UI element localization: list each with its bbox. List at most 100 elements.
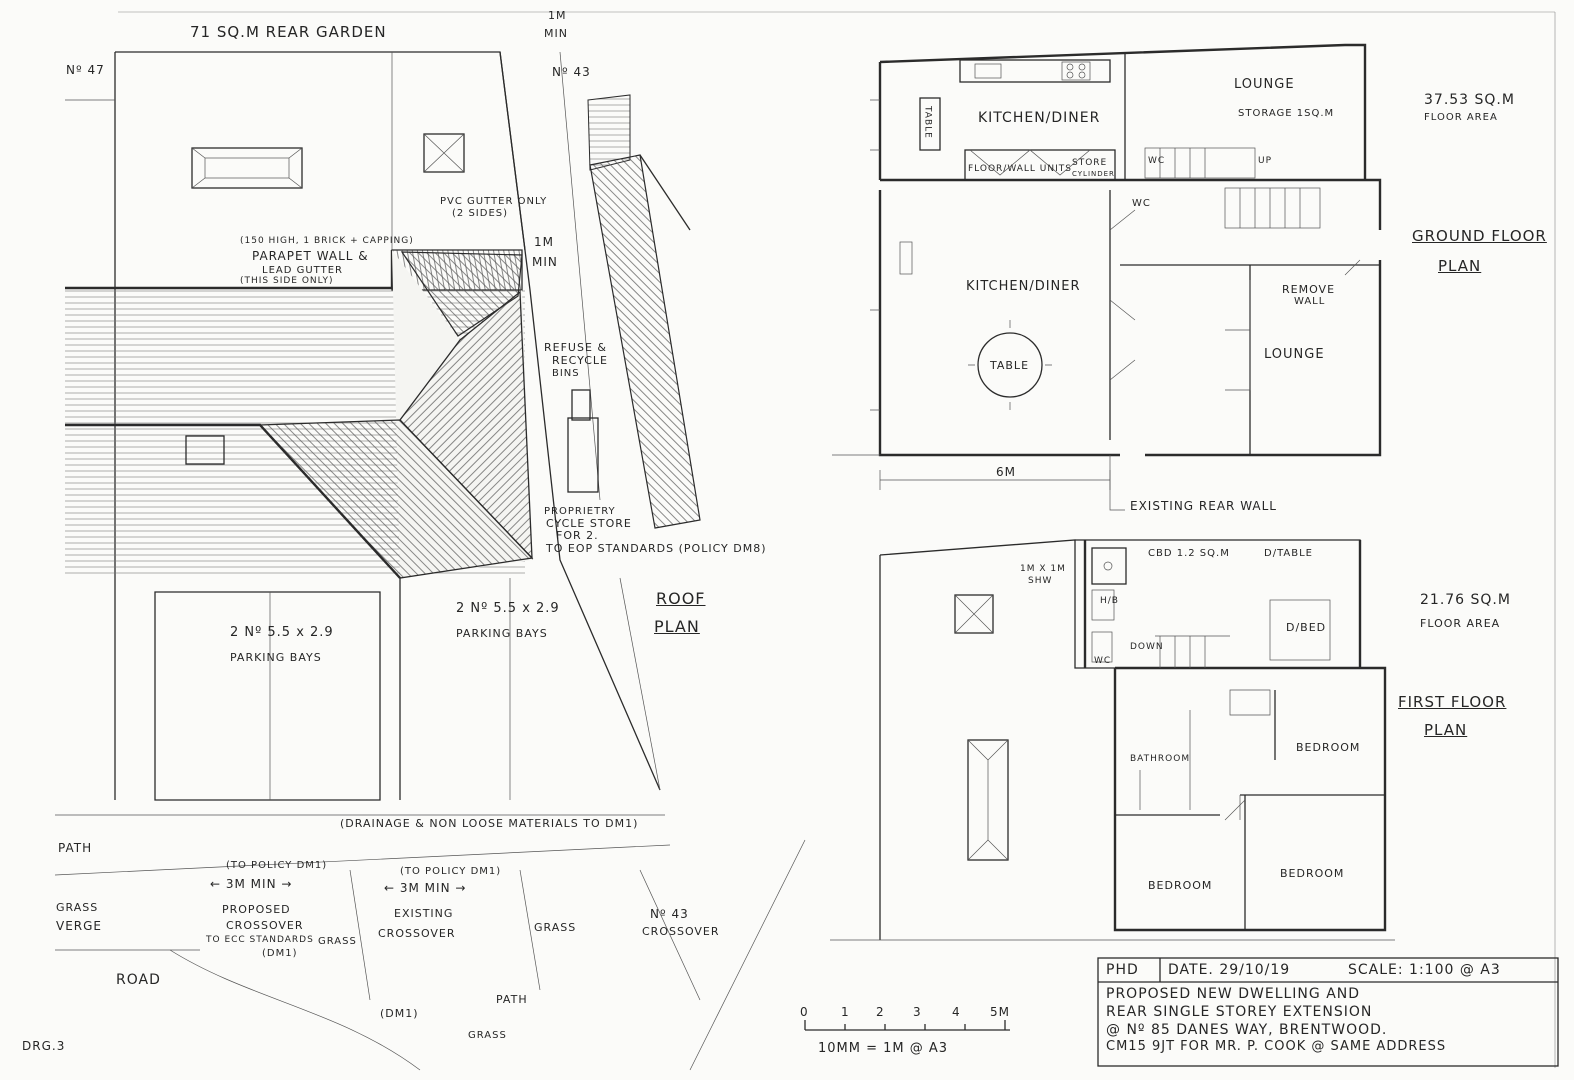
title-line-3: @ Nº 85 DANES WAY, BRENTWOOD.: [1106, 1022, 1388, 1038]
cycle-label-c: FOR 2.: [556, 529, 599, 542]
existing-rear-wall: EXISTING REAR WALL: [1130, 499, 1277, 513]
parking-right-size: 2 Nº 5.5 x 2.9: [456, 601, 560, 616]
ground-floor-area: 37.53 SQ.M: [1424, 92, 1515, 108]
grass-label-3: GRASS: [468, 1030, 507, 1041]
shower-size: 1M X 1M: [1020, 564, 1066, 574]
proposed-standards: TO ECC STANDARDS: [206, 935, 314, 945]
title-date: DATE. 29/10/19: [1168, 962, 1291, 978]
grass-label-2: GRASS: [534, 921, 577, 934]
lounge-extension: LOUNGE: [1234, 77, 1295, 92]
path-label: PATH: [58, 841, 93, 855]
scale-tick-1: 1: [841, 1005, 850, 1019]
first-floor-area: 21.76 SQ.M: [1420, 592, 1511, 608]
bathroom-label: BATHROOM: [1130, 754, 1191, 764]
min3-label-2: ← 3M MIN →: [384, 881, 467, 895]
policy-note-2: (TO POLICY DM1): [400, 866, 502, 877]
ground-floor-title-b: PLAN: [1438, 257, 1482, 275]
scale-tick-3: 3: [913, 1005, 922, 1019]
bedroom-label-3: BEDROOM: [1280, 867, 1345, 880]
ground-floor-drawing: [832, 43, 1382, 511]
remove-wall-b: WALL: [1294, 296, 1326, 307]
policy-note-1: (TO POLICY DM1): [226, 860, 328, 871]
title-scale: SCALE: 1:100 @ A3: [1348, 962, 1501, 978]
min-top-a: 1M: [548, 9, 567, 22]
min-top-b: MIN: [544, 27, 568, 40]
pvc-gutter-sides: (2 SIDES): [452, 208, 509, 219]
no43-crossover-a: Nº 43: [650, 907, 689, 921]
first-floor-title-b: PLAN: [1424, 721, 1468, 739]
title-line-1: PROPOSED NEW DWELLING AND: [1106, 986, 1361, 1002]
scale-tick-4: 4: [952, 1005, 961, 1019]
no43-crossover-b: CROSSOVER: [642, 925, 720, 938]
parapet-label: PARAPET WALL &: [252, 249, 369, 263]
parking-left-size: 2 Nº 5.5 x 2.9: [230, 625, 334, 640]
drawing-number: DRG.3: [22, 1039, 66, 1053]
shower-label: SHW: [1028, 576, 1053, 586]
min-side-a: 1M: [534, 235, 554, 249]
path-label-2: PATH: [496, 993, 528, 1006]
ground-floor-title: GROUND FLOOR: [1412, 227, 1547, 245]
roof-plan-title-b: PLAN: [654, 617, 700, 636]
bins-label: BINS: [552, 368, 580, 379]
proposed-label: PROPOSED: [222, 903, 291, 916]
parapet-note: (150 HIGH, 1 BRICK + CAPPING): [240, 236, 414, 246]
pvc-gutter-label: PVC GUTTER ONLY: [440, 196, 548, 207]
storage-label: STORAGE 1SQ.M: [1238, 108, 1335, 119]
bedroom-label-1: BEDROOM: [1296, 741, 1361, 754]
title-line-4: CM15 9JT FOR MR. P. COOK @ SAME ADDRESS: [1106, 1039, 1447, 1054]
grass-verge-b: VERGE: [56, 919, 103, 933]
cycle-label-b: CYCLE STORE: [546, 517, 632, 530]
no47-label: Nº 47: [66, 63, 105, 77]
recycle-label: RECYCLE: [552, 354, 608, 367]
first-floor-drawing: [830, 539, 1559, 1067]
store-label: STORE: [1072, 158, 1108, 168]
lounge-main: LOUNGE: [1264, 347, 1325, 362]
title-initials: PHD: [1106, 962, 1139, 978]
title-line-2: REAR SINGLE STOREY EXTENSION: [1106, 1004, 1373, 1020]
scale-tick-2: 2: [876, 1005, 885, 1019]
road-label: ROAD: [116, 972, 161, 988]
kitchen-diner-main: KITCHEN/DINER: [966, 279, 1081, 294]
cbd-label: CBD 1.2 SQ.M: [1148, 548, 1230, 559]
existing-label: EXISTING: [394, 907, 454, 920]
cycle-label-a: PROPRIETRY: [544, 506, 616, 517]
scale-tick-0: 0: [800, 1005, 809, 1019]
up-label: UP: [1258, 156, 1273, 166]
kitchen-diner-extension: KITCHEN/DINER: [978, 110, 1101, 126]
remove-wall-a: REMOVE: [1282, 283, 1336, 296]
refuse-label: REFUSE &: [544, 341, 607, 354]
existing-crossover: CROSSOVER: [378, 927, 456, 940]
table-vertical: TABLE: [922, 106, 933, 139]
ground-floor-area-label: FLOOR AREA: [1424, 112, 1498, 123]
rear-garden-label: 71 SQ.M REAR GARDEN: [190, 23, 387, 41]
down-label: DOWN: [1130, 642, 1164, 652]
min3-label-1: ← 3M MIN →: [210, 877, 293, 891]
proposed-crossover: CROSSOVER: [226, 919, 304, 932]
table-label: TABLE: [990, 359, 1030, 372]
dm1-label: (DM1): [380, 1007, 419, 1020]
floor-wall-units: FLOOR/WALL UNITS: [968, 164, 1072, 174]
hb-label: H/B: [1100, 596, 1119, 606]
parking-right-label: PARKING BAYS: [456, 627, 548, 640]
grass-verge-a: GRASS: [56, 901, 99, 914]
dimension-6m: 6M: [996, 465, 1016, 479]
wc-label-2: WC: [1132, 198, 1151, 209]
first-floor-area-label: FLOOR AREA: [1420, 617, 1501, 630]
dbed-label: D/BED: [1286, 621, 1327, 634]
drainage-note: (DRAINAGE & NON LOOSE MATERIALS TO DM1): [340, 817, 639, 830]
first-floor-title: FIRST FLOOR: [1398, 693, 1507, 711]
proposed-dm1: (DM1): [262, 948, 298, 959]
min-side-b: MIN: [532, 255, 558, 269]
grass-label-1: GRASS: [318, 936, 357, 947]
roof-plan-drawing: [54, 51, 1010, 1071]
wc-label-1: WC: [1148, 156, 1166, 166]
scale-note: 10MM = 1M @ A3: [818, 1041, 949, 1056]
this-side-label: (THIS SIDE ONLY): [240, 276, 334, 286]
lead-gutter-label: LEAD GUTTER: [262, 265, 343, 276]
wc-label-ff: WC: [1094, 656, 1112, 666]
store-cylinder: CYLINDER: [1072, 170, 1115, 178]
dtable-label: D/TABLE: [1264, 548, 1313, 559]
parking-left-label: PARKING BAYS: [230, 651, 322, 664]
no43-top-label: Nº 43: [552, 65, 591, 79]
